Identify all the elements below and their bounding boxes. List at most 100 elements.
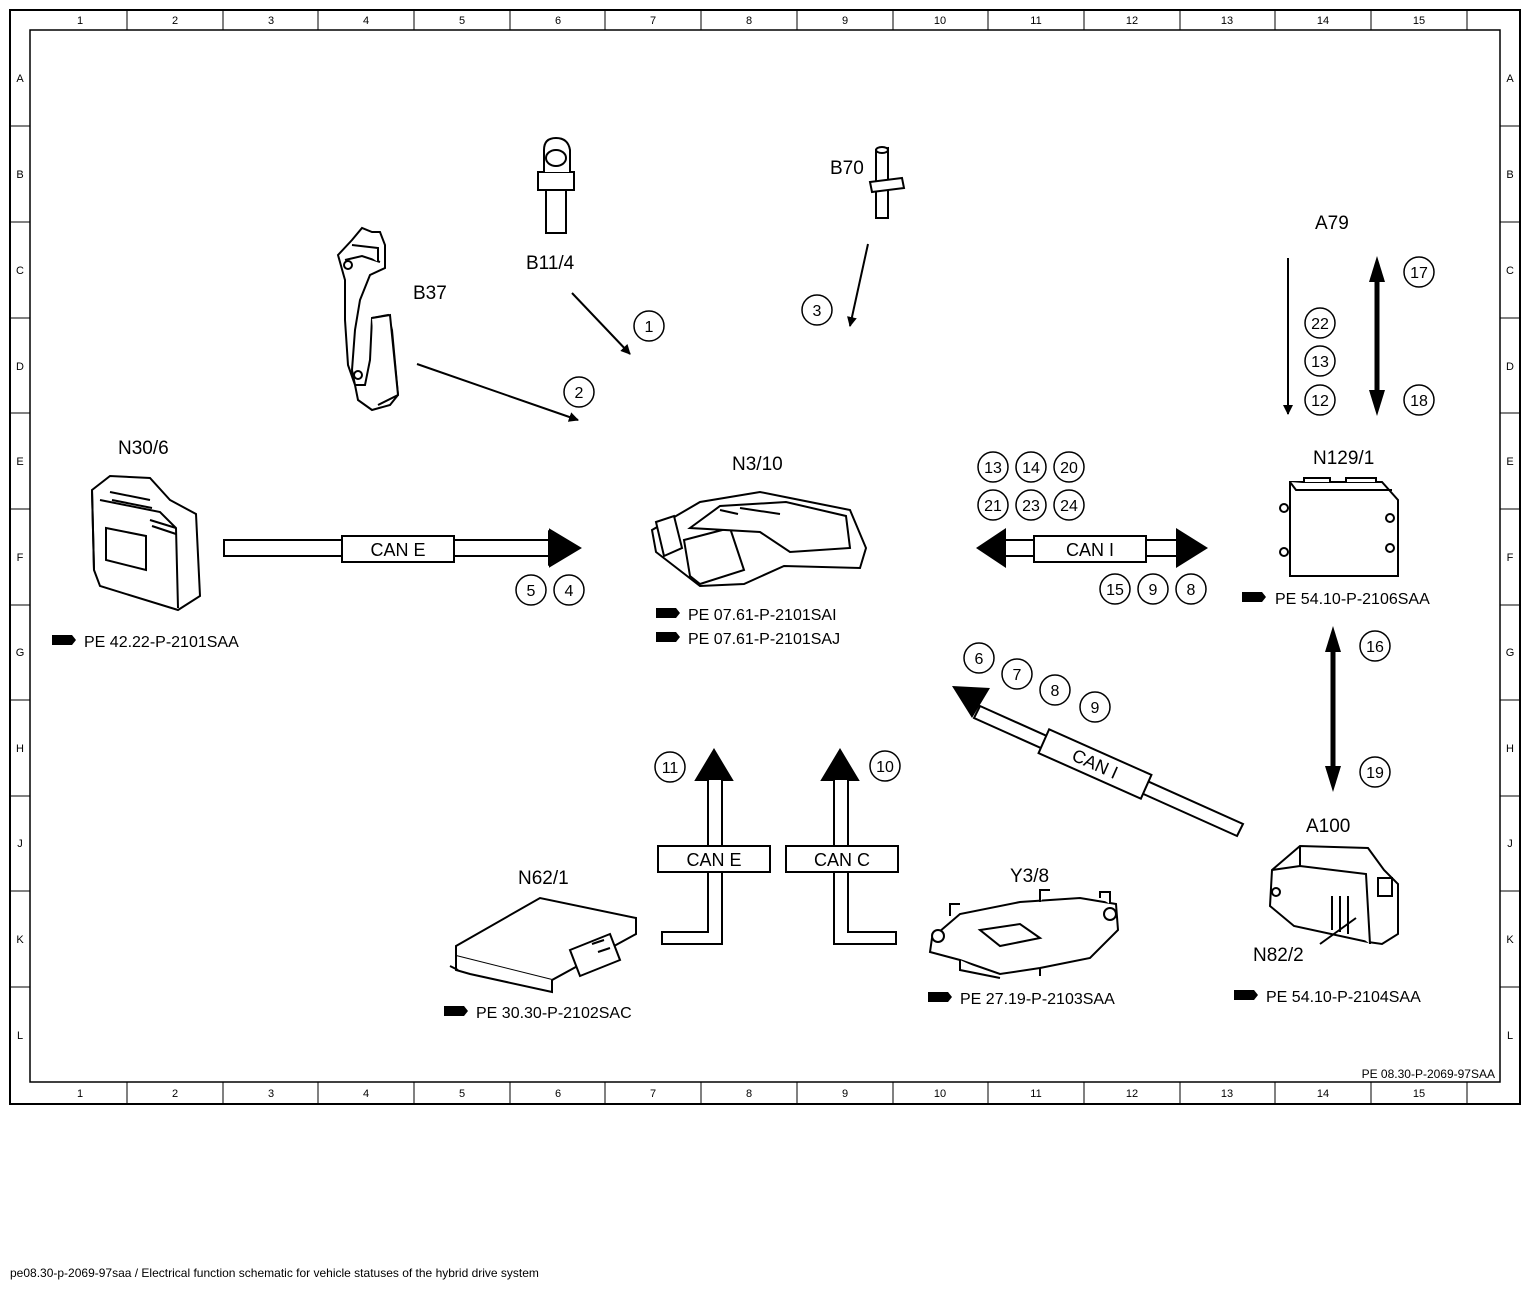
document-id: PE 08.30-P-2069-97SAA <box>1362 1067 1495 1081</box>
reference-arrow-icon <box>444 1006 468 1016</box>
grid-col-label: 4 <box>363 1088 369 1100</box>
signal-number: 6 <box>975 651 984 668</box>
grid-row-label: H <box>1506 743 1514 755</box>
component-label-b11-4: B11/4 <box>526 253 575 274</box>
signal-number: 3 <box>813 303 822 320</box>
bus-label-can-i-right: CAN I <box>1066 540 1114 560</box>
grid-col-label: 9 <box>842 1088 848 1100</box>
reference-arrow-icon <box>1234 990 1258 1000</box>
temperature-sensor-b11-4-icon <box>537 136 575 234</box>
grid-col-label: 13 <box>1221 1088 1233 1100</box>
bus-label-can-e-bottom: CAN E <box>686 850 741 870</box>
grid-col-label: 11 <box>1030 1088 1041 1100</box>
schematic-diagram: 1 2 3 4 5 6 7 8 9 10 11 12 13 14 15 1 2 … <box>9 9 1521 1105</box>
footer-caption: pe08.30-p-2069-97saa / Electrical functi… <box>10 1266 539 1280</box>
grid-col-label: 12 <box>1126 15 1138 27</box>
drawing-frame <box>9 9 1521 1105</box>
grid-col-label: 7 <box>650 1088 656 1100</box>
bus-can-i-diagonal: CAN I <box>952 686 1245 838</box>
signal-arrows <box>416 243 1293 422</box>
grid-col-label: 1 <box>77 1088 83 1100</box>
signal-number: 13 <box>984 460 1002 477</box>
grid-row-label: E <box>16 456 23 468</box>
grid-ticks <box>10 10 1520 1104</box>
signal-number: 21 <box>984 498 1002 515</box>
signal-number: 1 <box>645 319 654 336</box>
signal-number: 16 <box>1366 639 1384 656</box>
signal-number: 10 <box>876 759 894 776</box>
grid-col-label: 3 <box>268 1088 274 1100</box>
grid-col-label: 2 <box>172 1088 178 1100</box>
component-label-n30-6: N30/6 <box>118 438 169 459</box>
grid-col-label: 1 <box>77 15 83 27</box>
signal-number: 5 <box>527 583 536 600</box>
grid-row-label: G <box>16 647 25 659</box>
grid-row-label: A <box>16 73 24 85</box>
grid-row-label: C <box>16 265 24 277</box>
signal-number: 17 <box>1410 265 1428 282</box>
grid-row-label: K <box>16 934 24 946</box>
power-electronics-n129-1-icon <box>1279 477 1399 577</box>
grid-row-label: A <box>1506 73 1514 85</box>
grid-row-label: B <box>1506 169 1513 181</box>
signal-number: 7 <box>1013 667 1022 684</box>
signal-number: 23 <box>1022 498 1040 515</box>
grid-row-label: F <box>1507 552 1514 564</box>
reference-arrow-icon <box>656 632 680 642</box>
signal-number: 19 <box>1366 765 1384 782</box>
signal-number: 20 <box>1060 460 1078 477</box>
grid-row-label: K <box>1506 934 1514 946</box>
grid-row-label: E <box>1506 456 1513 468</box>
grid-col-label: 3 <box>268 15 274 27</box>
grid-col-label: 15 <box>1413 1088 1425 1100</box>
signal-number: 14 <box>1022 460 1040 477</box>
signal-number: 24 <box>1060 498 1078 515</box>
reference-n3-10-a: PE 07.61-P-2101SAI <box>688 607 837 624</box>
transmission-control-y3-8-icon <box>928 889 1120 979</box>
reference-n3-10-b: PE 07.61-P-2101SAJ <box>688 631 840 648</box>
grid-col-label: 5 <box>459 15 465 27</box>
engine-control-unit-n3-10-icon <box>650 490 868 588</box>
bus-label-can-e-left: CAN E <box>370 540 425 560</box>
signal-number: 15 <box>1106 582 1124 599</box>
grid-col-label: 6 <box>555 1088 561 1100</box>
component-label-a79: A79 <box>1315 213 1349 234</box>
grid-row-label: L <box>1507 1030 1513 1042</box>
grid-col-label: 9 <box>842 15 848 27</box>
component-label-n62-1: N62/1 <box>518 868 569 889</box>
grid-row-label: G <box>1506 647 1515 659</box>
signal-number: 9 <box>1091 700 1100 717</box>
reference-arrow-icon <box>1242 592 1266 602</box>
grid-col-label: 12 <box>1126 1088 1138 1100</box>
component-label-y3-8: Y3/8 <box>1010 866 1049 887</box>
signal-number: 9 <box>1149 582 1158 599</box>
bus-can-e-left <box>223 528 582 568</box>
signal-number: 11 <box>662 760 679 777</box>
grid-col-label: 8 <box>746 15 752 27</box>
grid-col-label: 11 <box>1030 15 1041 27</box>
grid-col-label: 4 <box>363 15 369 27</box>
reference-n30-6: PE 42.22-P-2101SAA <box>84 634 239 651</box>
component-label-n129-1: N129/1 <box>1313 448 1374 469</box>
grid-row-label: L <box>17 1030 23 1042</box>
component-label-b70: B70 <box>830 158 864 179</box>
grid-rows-left: A B C D E F G H J K L <box>16 73 25 1042</box>
grid-columns-bottom: 1 2 3 4 5 6 7 8 9 10 11 12 13 14 15 <box>77 1088 1425 1100</box>
grid-row-label: F <box>17 552 24 564</box>
component-label-a100: A100 <box>1306 816 1350 837</box>
bus-can-e-bottom <box>657 748 771 945</box>
reference-arrow-icon <box>52 635 76 645</box>
signal-number: 12 <box>1311 393 1329 410</box>
signal-numbers <box>515 256 1435 788</box>
signal-number: 2 <box>575 385 584 402</box>
grid-row-label: H <box>16 743 24 755</box>
grid-row-label: D <box>1506 361 1514 373</box>
esp-control-unit-n30-6-icon <box>90 474 202 612</box>
reference-a100: PE 54.10-P-2104SAA <box>1266 989 1421 1006</box>
component-label-n82-2: N82/2 <box>1253 945 1304 966</box>
double-arrow-a79 <box>1369 256 1385 416</box>
component-label-b37: B37 <box>413 283 447 304</box>
reference-arrow-icon <box>928 992 952 1002</box>
signal-number: 4 <box>565 583 574 600</box>
grid-row-label: J <box>17 838 23 850</box>
